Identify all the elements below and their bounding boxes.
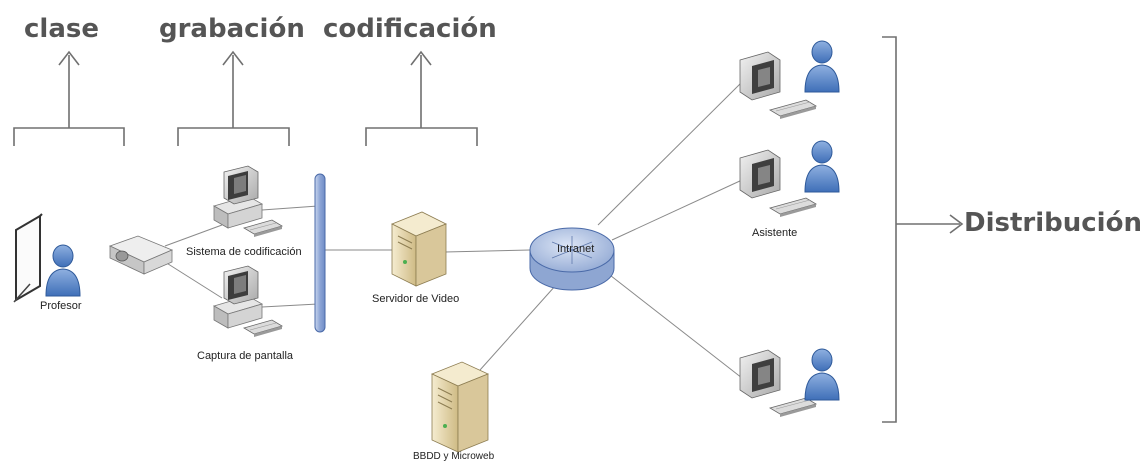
heading-clase: clase: [24, 14, 99, 44]
network-bus: [314, 173, 326, 333]
network-links: [164, 81, 743, 379]
asistente-client-1-icon: [739, 40, 840, 120]
projector-icon: [108, 235, 174, 275]
label-intranet: Intranet: [557, 243, 595, 255]
asistente-client-3-icon: [739, 348, 840, 418]
intranet-router-icon: [529, 227, 615, 291]
bbdd-microweb-icon: [430, 361, 490, 453]
label-captura-pantalla: Captura de pantalla: [197, 350, 294, 362]
heading-brackets: [13, 36, 964, 423]
heading-codificacion: codificación: [323, 14, 497, 44]
profesor-icon: [13, 213, 81, 303]
label-asistente: Asistente: [752, 227, 798, 239]
label-bbdd-microweb: BBDD y Microweb: [413, 451, 495, 462]
heading-grabacion: grabación: [159, 14, 305, 44]
label-servidor-video: Servidor de Video: [372, 293, 460, 305]
asistente-client-2-icon: [739, 140, 840, 218]
captura-pantalla-icon: [213, 265, 283, 338]
label-profesor: Profesor: [40, 300, 82, 312]
servidor-video-icon: [391, 211, 447, 287]
sistema-codificacion-icon: [213, 165, 283, 238]
label-sistema-codificacion: Sistema de codificación: [186, 246, 302, 258]
heading-distribucion: Distribución: [964, 208, 1142, 238]
